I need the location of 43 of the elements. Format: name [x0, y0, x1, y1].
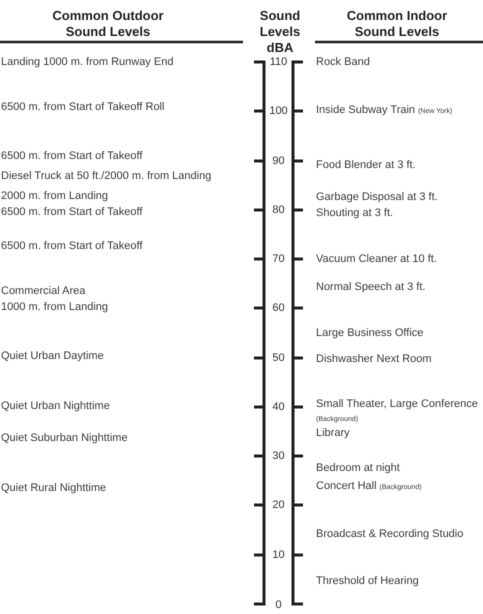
sound-source-label: 6500 m. from Start of Takeoff	[1, 240, 142, 252]
sound-source-label: Quiet Urban Nighttime	[1, 400, 110, 412]
sound-source-label: Inside Subway Train	[316, 104, 416, 116]
sound-source-label: Rock Band	[316, 56, 370, 68]
sound-source-label: Quiet Rural Nighttime	[1, 482, 106, 494]
sound-source-label: Food Blender at 3 ft.	[316, 158, 416, 172]
sound-source-label: Shouting at 3 ft.	[316, 206, 394, 220]
column-heading: Common Indoor Sound Levels	[346, 8, 448, 40]
sound-source-label: 2000 m. from Landing	[1, 190, 108, 202]
sound-source-label: Concert Hall	[316, 480, 377, 492]
sound-source-label: Broadcast & Recording Studio	[316, 528, 464, 540]
sound-source-label: 6500 m. from Start of Takeoff	[1, 150, 142, 162]
sound-source-label: 1000 m. from Landing	[1, 300, 108, 314]
tick-label: 90	[272, 154, 285, 168]
tick-label: 110	[270, 56, 288, 68]
sound-source-label: Commercial Area	[1, 284, 86, 298]
sound-source-label: Threshold of Hearing	[316, 574, 419, 588]
tick-label: 40	[272, 400, 285, 414]
sound-source-label: Diesel Truck at 50 ft./2000 m. from Landing	[1, 170, 212, 182]
tick-label: 50	[272, 352, 285, 364]
sound-source-label: Garbage Disposal at 3 ft.	[316, 190, 438, 204]
tick-label: 0	[275, 598, 282, 612]
sound-source-label: Vacuum Cleaner at 10 ft.	[316, 252, 437, 266]
sound-source-label: Quiet Suburban Nighttime	[1, 432, 128, 444]
tick-label: 60	[272, 302, 285, 314]
sound-source-label: Library	[316, 426, 350, 440]
sound-source-label: Small Theater, Large Conference	[316, 398, 478, 410]
tick-label: 100	[269, 104, 288, 118]
sound-source-label: Normal Speech at 3 ft.	[316, 280, 426, 294]
sound-source-label: Dishwasher Next Room	[316, 352, 432, 366]
tick-label: 30	[272, 450, 285, 462]
tick-label: 80	[272, 204, 285, 216]
tick-label: 70	[272, 252, 285, 266]
column-heading: Sound Levels dBA	[260, 8, 300, 56]
sound-source-label: 6500 m. from Start of Takeoff Roll	[1, 100, 164, 114]
sound-source-label: Landing 1000 m. from Runway End	[1, 56, 174, 68]
column-heading: Common Outdoor Sound Levels	[51, 8, 165, 40]
sound-source-label: Quiet Urban Daytime	[1, 350, 104, 362]
tick-label: 20	[272, 498, 285, 512]
sound-source-label: Bedroom at night	[316, 462, 400, 474]
sound-source-label: Large Business Office	[316, 326, 424, 340]
tick-label: 10	[272, 548, 285, 562]
sound-source-label: 6500 m. from Start of Takeoff	[1, 206, 142, 218]
